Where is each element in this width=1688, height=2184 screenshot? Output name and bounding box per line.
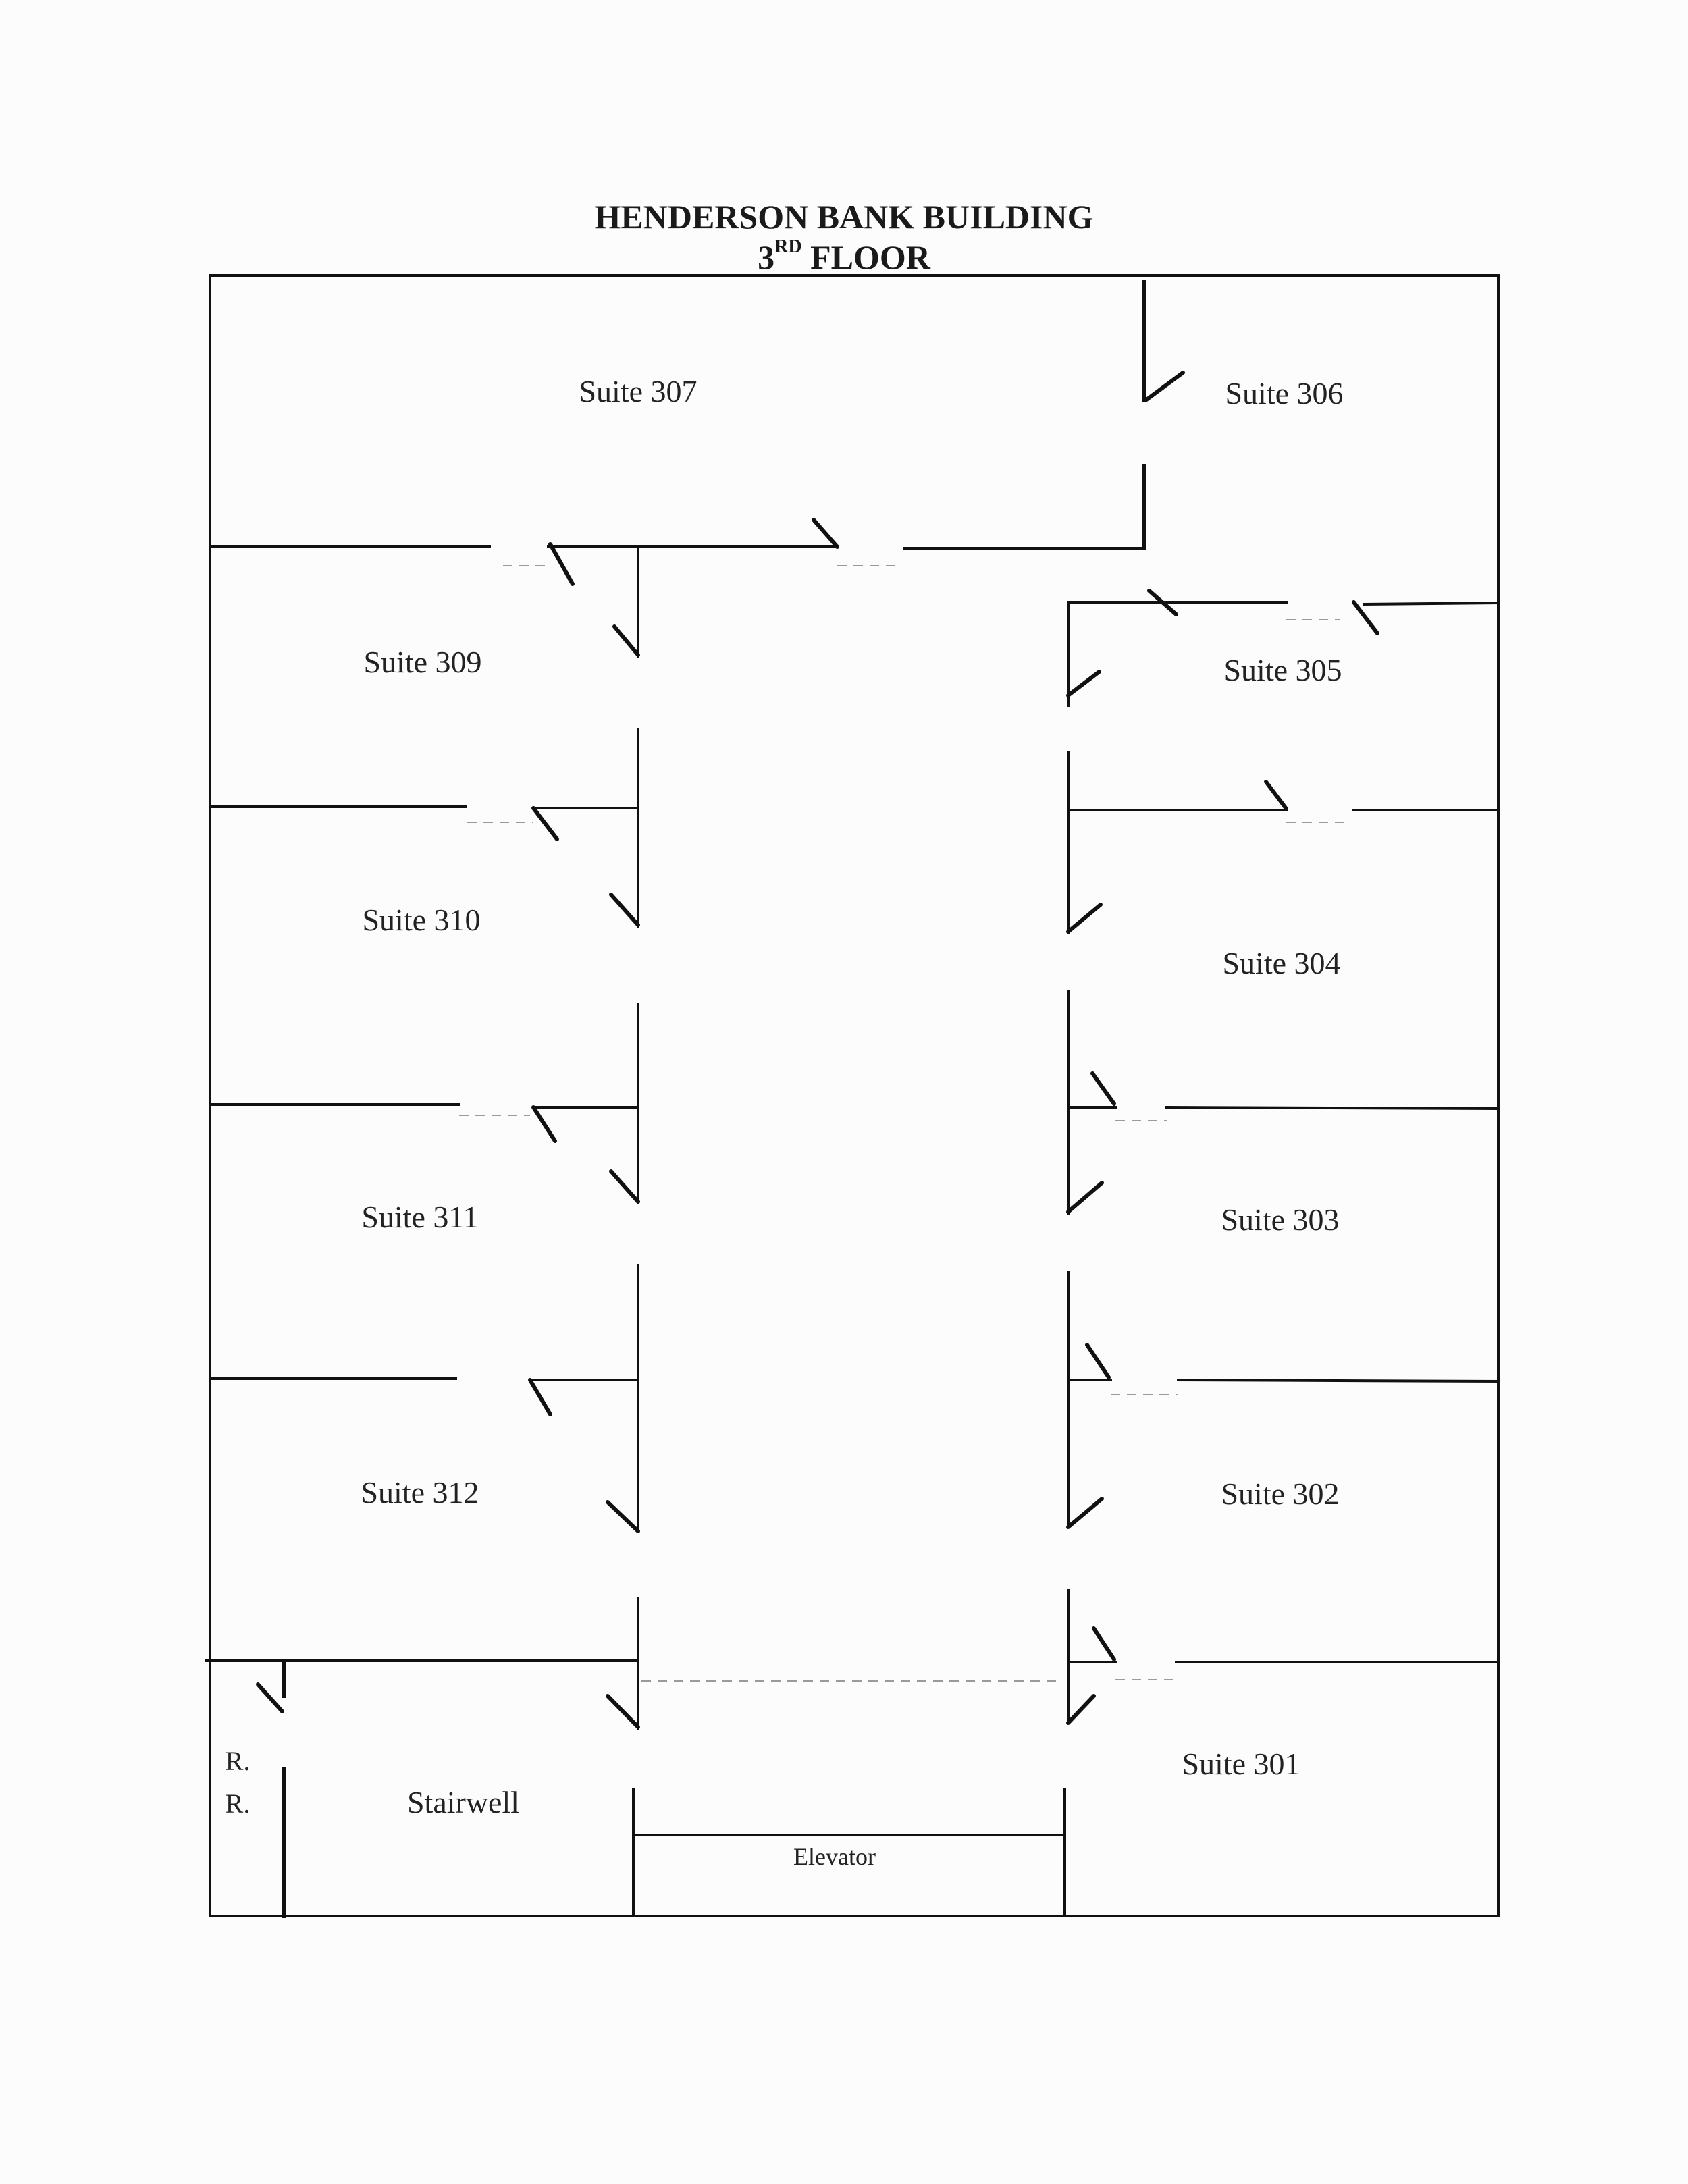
door-swing	[531, 806, 559, 841]
floor-word: FLOOR	[810, 238, 930, 276]
door-swing	[528, 1378, 552, 1416]
room-label-suite-302: Suite 302	[1221, 1476, 1339, 1511]
door-swing	[1144, 371, 1185, 402]
door-swing	[612, 624, 640, 657]
wall	[1362, 601, 1500, 606]
door-swing	[1066, 903, 1103, 934]
door-swing	[1092, 1626, 1116, 1661]
door-swing	[606, 1500, 640, 1533]
room-label-elevator: Elevator	[793, 1843, 876, 1870]
door-swing	[609, 893, 640, 927]
floor-subtitle: 3RD FLOOR	[0, 236, 1688, 277]
restroom-label-line1: R.	[226, 1746, 250, 1776]
door-swing	[1352, 600, 1379, 635]
door-swing	[609, 1169, 640, 1204]
door-swing	[548, 542, 575, 586]
door-swing	[1090, 1071, 1116, 1106]
door-swing	[256, 1682, 284, 1713]
wall	[1176, 1378, 1500, 1383]
room-label-suite-310: Suite 310	[362, 903, 480, 937]
plan-title: HENDERSON BANK BUILDING	[594, 198, 1094, 236]
floor-number: 3	[758, 238, 775, 276]
door-swing	[1147, 589, 1178, 616]
door-swing	[606, 1694, 640, 1729]
room-label-suite-312: Suite 312	[361, 1475, 479, 1510]
door-swing	[1066, 670, 1101, 697]
room-label-suite-306: Suite 306	[1225, 376, 1343, 410]
door-swing	[1264, 780, 1288, 811]
door-swing	[1085, 1343, 1111, 1379]
room-label-suite-301: Suite 301	[1182, 1747, 1300, 1781]
door-swing	[1066, 1497, 1104, 1529]
room-label-suite-304: Suite 304	[1222, 946, 1340, 980]
floor-ordinal: RD	[774, 236, 802, 258]
room-label-suite-305: Suite 305	[1223, 653, 1342, 687]
door-swing	[531, 1105, 557, 1143]
room-label-stairwell: Stairwell	[407, 1785, 519, 1819]
room-label-suite-303: Suite 303	[1221, 1202, 1339, 1237]
room-label-suite-311: Suite 311	[361, 1200, 478, 1234]
room-label-suite-309: Suite 309	[363, 645, 481, 679]
outer-wall	[209, 274, 1500, 1917]
door-swing	[812, 518, 839, 549]
door-swing	[1066, 1181, 1104, 1214]
restroom-label-line2: R.	[226, 1788, 250, 1819]
wall	[1165, 1105, 1500, 1111]
room-label-suite-307: Suite 307	[579, 374, 697, 408]
door-swing	[1066, 1694, 1096, 1725]
